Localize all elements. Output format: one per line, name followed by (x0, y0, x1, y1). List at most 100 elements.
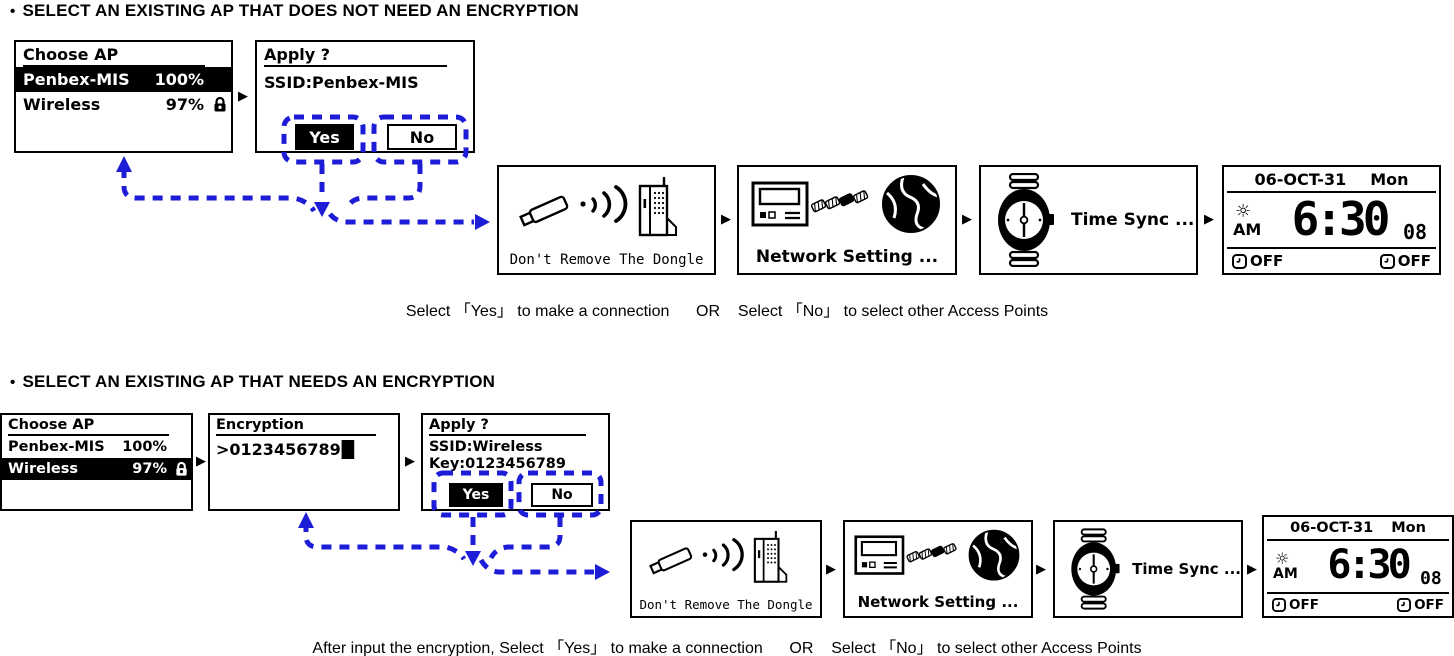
section1-caption: Select 「Yes」 to make a connection OR Sel… (405, 303, 1049, 320)
watch-icon (1071, 528, 1120, 610)
clock-date: 06-OCT-31 (1254, 169, 1347, 189)
ap-signal: 100% (154, 70, 204, 89)
device-icon (854, 535, 905, 575)
ap-signal: 100% (122, 439, 167, 455)
lock-icon (208, 96, 228, 113)
dongle-art (499, 175, 714, 243)
ap-list-item[interactable]: Penbex-MIS 100% (2, 436, 191, 458)
clock-screen-2: 06-OCT-31 Mon ☼ AM 6:30 08 OFF OFF (1262, 515, 1454, 618)
usb-dongle-icon (649, 547, 693, 575)
flow-back-path (121, 168, 317, 213)
alarm-clock-icon (1379, 253, 1395, 269)
clock-day: Mon (1370, 169, 1409, 189)
clock-seconds: 08 (1420, 568, 1442, 589)
alarm-left: OFF (1272, 597, 1319, 613)
alarm-right-label: OFF (1414, 597, 1444, 613)
watch-icon (998, 173, 1054, 267)
screen-title: Encryption (216, 417, 376, 436)
alarm-clock-icon (1272, 598, 1286, 612)
globe-icon (968, 529, 1020, 581)
signal-waves-icon (579, 185, 627, 223)
arrowhead-up (298, 512, 314, 528)
next-arrow-icon: ▶ (1247, 562, 1257, 577)
section1-heading: • SELECT AN EXISTING AP THAT DOES NOT NEE… (10, 1, 579, 21)
clock-ampm: AM (1233, 219, 1262, 239)
alarm-row: OFF OFF (1267, 592, 1449, 616)
screen-caption: Network Setting ... (857, 593, 1019, 611)
sun-icon: ☼ (1275, 549, 1290, 569)
clock-time: 6:30 (1291, 192, 1391, 246)
yes-button[interactable]: Yes (295, 124, 354, 150)
key-line: Key:0123456789 (429, 456, 566, 472)
text-cursor: █ (341, 439, 355, 459)
network-art (739, 173, 955, 237)
network-art (845, 528, 1031, 584)
clock-date-row: 06-OCT-31 Mon (1227, 167, 1436, 193)
globe-icon (882, 175, 940, 233)
flow-no-path (344, 164, 423, 210)
alarm-right-label: OFF (1397, 252, 1431, 270)
router-icon (638, 177, 677, 237)
arrowhead-down (314, 202, 330, 217)
alarm-row: OFF OFF (1227, 247, 1436, 273)
section1-heading-text: SELECT AN EXISTING AP THAT DOES NOT NEED… (22, 1, 579, 20)
dongle-art (632, 529, 820, 589)
flow-next-path (328, 212, 474, 225)
choose-ap-screen-2: Choose AP Penbex-MIS 100% Wireless 97% (0, 413, 193, 511)
network-screen-2: Network Setting ... (843, 520, 1033, 618)
arrowhead-down (465, 551, 481, 566)
ap-list-item[interactable]: Wireless 97% (16, 92, 231, 117)
clock-date: 06-OCT-31 (1290, 520, 1374, 536)
section2-heading: • SELECT AN EXISTING AP THAT NEEDS AN ENC… (10, 372, 495, 392)
ap-list-item[interactable]: Penbex-MIS 100% (16, 67, 231, 92)
ssid-line: SSID:Penbex-MIS (264, 73, 419, 92)
next-arrow-icon: ▶ (238, 89, 248, 104)
no-button[interactable]: No (387, 124, 457, 150)
next-arrow-icon: ▶ (1204, 212, 1214, 227)
section2-caption: After input the encryption, Select 「Yes」… (312, 640, 1142, 656)
ap-name: Penbex-MIS (8, 439, 105, 455)
flow-no-path (488, 517, 563, 560)
encryption-screen: Encryption >0123456789 █ (208, 413, 400, 511)
arrowhead-up (116, 156, 132, 172)
no-button[interactable]: No (531, 483, 593, 507)
alarm-left-label: OFF (1289, 597, 1319, 613)
screen-caption: Don't Remove The Dongle (639, 597, 813, 612)
screen-title: Choose AP (23, 45, 205, 67)
alarm-right: OFF (1379, 252, 1431, 270)
ap-name: Wireless (8, 461, 79, 477)
ssid-line: SSID:Wireless (429, 439, 543, 455)
ap-list-item[interactable]: Wireless 97% (2, 458, 191, 480)
screen-title: Choose AP (8, 417, 169, 436)
screen-caption: Don't Remove The Dongle (509, 252, 704, 268)
bullet-icon: • (10, 3, 16, 20)
yes-button[interactable]: Yes (449, 483, 503, 507)
bullet-icon: • (10, 374, 16, 391)
section2-heading-text: SELECT AN EXISTING AP THAT NEEDS AN ENCR… (22, 372, 496, 391)
arrowhead-right (475, 214, 490, 230)
data-packets-icon (906, 543, 957, 563)
screen-caption: Time Sync ... (1132, 560, 1241, 578)
lock-icon (171, 461, 189, 477)
alarm-clock-icon (1397, 598, 1412, 612)
usb-dongle-icon (518, 195, 568, 227)
ap-name: Wireless (23, 95, 101, 114)
ap-signal: 97% (165, 95, 204, 114)
network-screen-1: Network Setting ... (737, 165, 957, 275)
apply-screen-1: Apply ? SSID:Penbex-MIS Yes No (255, 40, 475, 153)
ap-signal: 97% (132, 461, 167, 477)
router-icon (753, 531, 788, 583)
clock-seconds: 08 (1403, 220, 1428, 244)
device-icon (751, 181, 809, 227)
alarm-right: OFF (1397, 597, 1444, 613)
choose-ap-screen-1: Choose AP Penbex-MIS 100% Wireless 97% (14, 40, 233, 153)
clock-screen-1: 06-OCT-31 Mon ☼ AM 6:30 08 OFF OFF (1222, 165, 1441, 275)
dongle-screen-2: Don't Remove The Dongle (630, 520, 822, 618)
encryption-input[interactable]: >0123456789 █ (216, 440, 392, 459)
timesync-screen-1: Time Sync ... (979, 165, 1198, 275)
next-arrow-icon: ▶ (1036, 562, 1046, 577)
clock-day: Mon (1391, 520, 1426, 536)
alarm-clock-icon (1232, 253, 1247, 269)
next-arrow-icon: ▶ (962, 212, 972, 227)
